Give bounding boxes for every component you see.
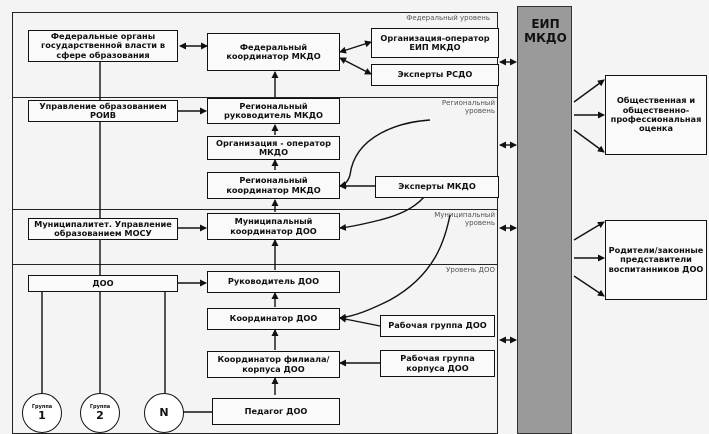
group-1-label: Группа: [31, 404, 53, 410]
federal-organs-box: Федеральные органы государственной власт…: [28, 30, 178, 62]
teacher-box: Педагог ДОО: [212, 398, 340, 425]
doo-box: ДОО: [28, 275, 178, 292]
group-2-circle: Группа 2: [80, 393, 120, 433]
group-2-id: 2: [96, 409, 104, 422]
mkdo-experts-box: Эксперты МКДО: [375, 176, 499, 198]
municipal-level-label: Муниципальный уровень: [434, 211, 495, 227]
parents-box: Родители/законные представители воспитан…: [605, 220, 707, 300]
federal-level-label: Федеральный уровень: [406, 14, 490, 22]
doo-work-group-box: Рабочая группа ДОО: [380, 315, 495, 337]
branch-coordinator-box: Координатор филиала/корпуса ДОО: [207, 351, 340, 378]
group-1-circle: Группа 1: [22, 393, 62, 433]
group-1-id: 1: [38, 409, 46, 422]
eip-mkdo-title: ЕИП МКДО: [524, 17, 567, 45]
municipal-coordinator-box: Муниципальный координатор ДОО: [207, 213, 340, 240]
doo-head-box: Руководитель ДОО: [207, 271, 340, 293]
group-n-id: N: [159, 406, 169, 419]
branch-work-group-box: Рабочая группа корпуса ДОО: [380, 350, 495, 377]
roiv-box: Управление образованием РОИВ: [28, 100, 178, 122]
rsdo-experts-box: Эксперты РСДО: [371, 64, 499, 86]
org-operator-box: Организация - оператор МКДО: [207, 136, 340, 160]
org-operator-eip-box: Организация-оператор ЕИП МКДО: [371, 28, 499, 58]
doo-coordinator-box: Координатор ДОО: [207, 308, 340, 330]
doo-level-label: Уровень ДОО: [446, 266, 495, 274]
regional-head-box: Региональный руководитель МКДО: [207, 98, 340, 124]
group-2-label: Группа: [89, 404, 111, 410]
federal-coordinator-box: Федеральный координатор МКДО: [207, 33, 340, 71]
regional-level-label: Региональный уровень: [441, 99, 495, 115]
public-evaluation-box: Общественная и общественно-профессиональ…: [605, 75, 707, 155]
group-n-circle: N: [144, 393, 184, 433]
regional-coordinator-box: Региональный координатор МКДО: [207, 172, 340, 199]
mosu-box: Муниципалитет. Управление образованием М…: [28, 218, 178, 240]
